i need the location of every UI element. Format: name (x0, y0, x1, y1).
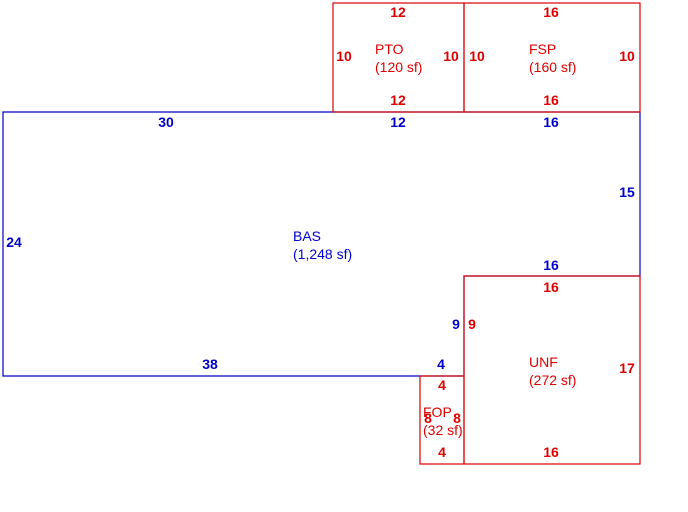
bas-dim-left: 24 (6, 234, 22, 250)
fop-outline (419, 375, 465, 465)
bas-dim-step-top: 16 (543, 257, 559, 273)
bas-label: BAS (293, 228, 321, 244)
unf-dim-right: 17 (619, 360, 635, 376)
unf-dim-left: 9 (468, 316, 476, 332)
bas-outline (2, 111, 641, 377)
pto-label: PTO (375, 41, 404, 57)
unf-outline (463, 275, 641, 465)
fsp-area: (160 sf) (529, 59, 576, 75)
pto-dim-bottom: 12 (390, 92, 406, 108)
bas-dim-right: 15 (619, 184, 635, 200)
fsp-dim-top: 16 (543, 4, 559, 20)
fop-dim-top: 4 (438, 377, 446, 393)
bas-dim-top-left: 30 (158, 114, 174, 130)
fsp-dim-bottom: 16 (543, 92, 559, 108)
pto-dim-right: 10 (443, 48, 459, 64)
fsp-outline (463, 2, 641, 113)
unf-dim-top: 16 (543, 279, 559, 295)
bas-area: (1,248 sf) (293, 246, 352, 262)
bas-dim-bottom-right: 4 (437, 356, 445, 372)
pto-area: (120 sf) (375, 59, 422, 75)
bas-dim-bottom-left: 38 (202, 356, 218, 372)
bas-dim-step-side: 9 (452, 316, 460, 332)
bas-dim-top-mid: 12 (390, 114, 406, 130)
unf-dim-bottom: 16 (543, 444, 559, 460)
fop-dim-left: 8 (424, 410, 432, 426)
fop-label: FOP (423, 404, 452, 420)
unf-label: UNF (529, 354, 558, 370)
fsp-dim-right: 10 (619, 48, 635, 64)
pto-dim-top: 12 (390, 4, 406, 20)
fop-dim-bottom: 4 (438, 444, 446, 460)
bas-dim-top-right: 16 (543, 114, 559, 130)
pto-dim-left: 10 (336, 48, 352, 64)
fsp-dim-left: 10 (469, 48, 485, 64)
fsp-label: FSP (529, 41, 556, 57)
unf-area: (272 sf) (529, 372, 576, 388)
fop-area: (32 sf) (423, 422, 463, 438)
fop-dim-right: 8 (453, 410, 461, 426)
